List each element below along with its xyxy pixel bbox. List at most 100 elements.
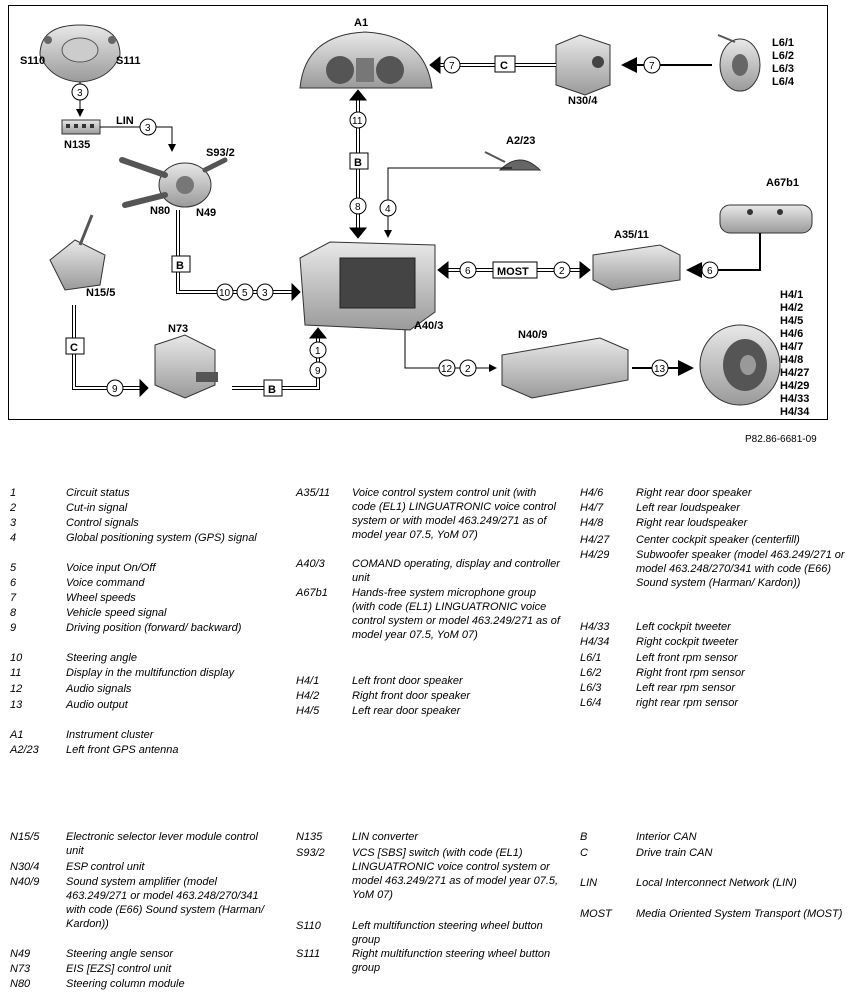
label-n40-9: N40/9	[518, 329, 547, 341]
legend-code: S93/2	[296, 847, 325, 859]
label-n30-4: N30/4	[568, 95, 598, 107]
signal-2-a: 2	[559, 266, 565, 277]
legend-code: 1	[10, 487, 17, 499]
legend-text: Audio signals	[66, 683, 132, 695]
label-lin: LIN	[116, 115, 134, 127]
signal-12: 12	[441, 364, 453, 375]
signal-5: 5	[242, 288, 248, 299]
rpm-sensor-disc-icon	[717, 34, 761, 92]
label-s111: S111	[116, 55, 140, 67]
legend-code: N30/4	[10, 861, 40, 873]
legend-code: 11	[10, 667, 22, 679]
comand-unit-icon	[299, 241, 436, 331]
legend-text: Left cockpit tweeter	[636, 621, 731, 633]
signal-6-b: 6	[707, 266, 713, 277]
bus-tag-c-left: C	[70, 342, 78, 354]
legend-code: L6/4	[580, 697, 602, 709]
legend-text: Driving position (forward/ backward)	[66, 622, 242, 634]
signal-13: 13	[654, 364, 666, 375]
signal-circles: 3 3 10 5 3 9 1 9 11 8 4 7 7 6 2 6 12 2 1…	[71, 56, 719, 397]
label-h4-34: H4/34	[780, 406, 810, 418]
gps-antenna-icon	[484, 151, 542, 171]
signal-7-b: 7	[649, 61, 655, 72]
legend-code: A1	[10, 729, 24, 741]
legend-text: Voice control system control unit (with …	[352, 487, 556, 541]
eis-control-unit-icon	[154, 334, 218, 399]
signal-2-b: 2	[465, 364, 471, 375]
label-h4-8: H4/8	[780, 354, 803, 366]
legend-code: H4/34	[580, 636, 610, 648]
label-a2-23: A2/23	[506, 135, 535, 147]
legend-code: H4/29	[580, 549, 610, 561]
legend-text: Right front rpm sensor	[636, 667, 745, 679]
steering-column-module-icon	[119, 157, 228, 208]
voice-control-unit-icon	[592, 244, 681, 291]
legend-code: 9	[10, 622, 17, 634]
signal-6-a: 6	[465, 266, 471, 277]
legend-code: L6/3	[580, 682, 602, 694]
legend-code: N40/9	[10, 876, 40, 888]
legend-text: Interior CAN	[636, 831, 697, 843]
label-n49: N49	[196, 207, 216, 219]
bus-tag-c-top: C	[500, 60, 508, 72]
legend-code: 5	[10, 562, 17, 574]
label-a35-11: A35/11	[614, 229, 649, 241]
legend-text: Left front rpm sensor	[636, 652, 738, 664]
signal-4: 4	[385, 204, 391, 215]
instrument-cluster-icon	[299, 31, 433, 89]
legend-code: 13	[10, 699, 23, 711]
label-a67b1: A67b1	[766, 177, 799, 189]
legend-text: Center cockpit speaker (centerfill)	[636, 534, 800, 546]
component-labels: S110 S111 N135 LIN S93/2 N80 N49 N15/5 N…	[20, 17, 810, 418]
signal-9-b: 9	[315, 366, 321, 377]
legend-text: Right multifunction steering wheel butto…	[352, 948, 551, 974]
signal-3-b: 3	[145, 123, 151, 134]
legend-text: Sound system amplifier (model 463.249/27…	[66, 876, 265, 930]
label-l6-2: L6/2	[772, 50, 794, 62]
legend-code: B	[580, 831, 588, 843]
signal-11: 11	[352, 116, 363, 127]
legend-code: H4/5	[296, 705, 320, 717]
legend-code: S110	[296, 920, 321, 932]
label-h4-1: H4/1	[780, 289, 803, 301]
label-n15-5: N15/5	[86, 287, 115, 299]
legend-code: 12	[10, 683, 23, 695]
legend-code: 2	[10, 502, 17, 514]
signal-8: 8	[355, 202, 361, 213]
label-a1: A1	[354, 17, 368, 29]
legend-text: Left multifunction steering wheel button…	[352, 920, 543, 946]
legend-code: H4/33	[580, 621, 610, 633]
legend-text: Left front GPS antenna	[66, 744, 179, 756]
signal-10: 10	[219, 288, 231, 299]
bus-tag-b-bottom: B	[268, 384, 276, 396]
legend-text: Vehicle speed signal	[66, 607, 167, 619]
lin-converter-icon	[61, 119, 101, 135]
label-h4-29: H4/29	[780, 380, 809, 392]
selector-lever-module-icon	[49, 214, 106, 291]
bus-tag-b-left: B	[176, 260, 184, 272]
label-h4-27: H4/27	[780, 367, 809, 379]
legend-code: 7	[10, 592, 17, 604]
legend-text: Steering column module	[66, 978, 185, 990]
label-l6-4: L6/4	[772, 76, 795, 88]
legend-text: Instrument cluster	[66, 729, 154, 741]
legend-text: Circuit status	[66, 487, 130, 499]
legend-text: EIS [EZS] control unit	[66, 963, 172, 975]
legend-code: 10	[10, 652, 23, 664]
legend-code: 3	[10, 517, 17, 529]
legend-text: Steering angle sensor	[66, 948, 174, 960]
legend-text: ESP control unit	[66, 861, 145, 873]
legend-code: N15/5	[10, 831, 40, 843]
label-h4-5: H4/5	[780, 315, 803, 327]
figure-reference-code: P82.86-6681-09	[745, 434, 817, 445]
legend-code: A40/3	[296, 558, 325, 570]
legend-text: LIN converter	[352, 831, 419, 843]
legend-text: Right rear door speaker	[636, 487, 752, 499]
label-s93-2: S93/2	[206, 147, 235, 159]
label-n135: N135	[64, 139, 90, 151]
sound-amplifier-icon	[501, 337, 629, 399]
speaker-icon	[699, 324, 781, 406]
label-h4-2: H4/2	[780, 302, 803, 314]
label-h4-7: H4/7	[780, 341, 803, 353]
legend-text: Audio output	[66, 699, 128, 711]
